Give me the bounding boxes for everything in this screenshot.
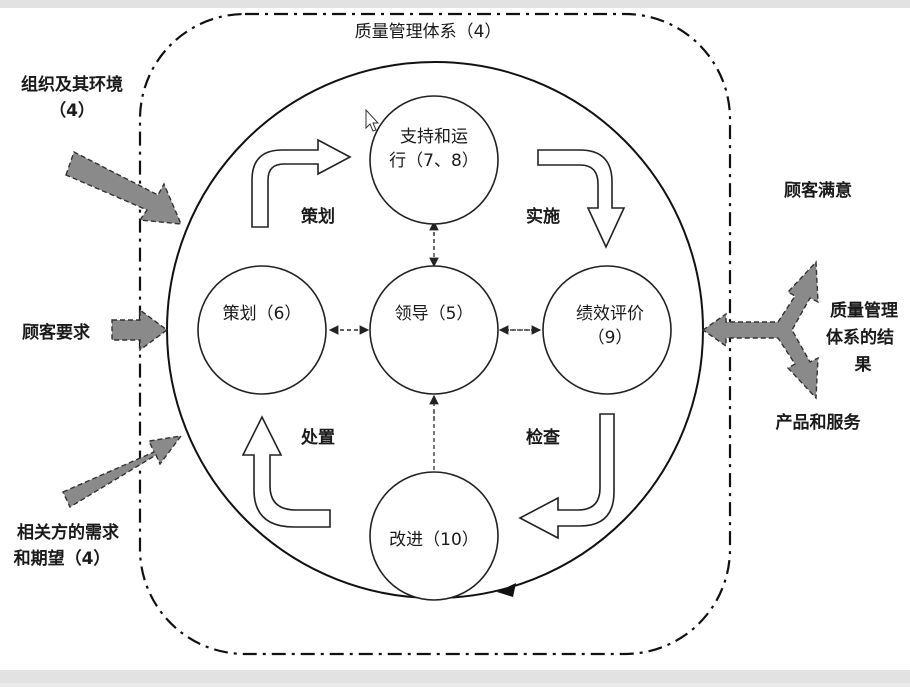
planning-label: 策划（6）: [223, 304, 302, 324]
input-arrow-org-env: [65, 151, 183, 225]
evaluation-label-line1: 绩效评价: [576, 304, 644, 324]
frame-bottom: [0, 670, 910, 683]
improvement-node: [369, 471, 499, 601]
input-org-env-line2: （4）: [49, 100, 95, 121]
output-products: 产品和服务: [776, 412, 862, 433]
input-interested-line1: 相关方的需求: [17, 522, 119, 543]
output-arrows: [701, 260, 819, 400]
output-results-line2: 体系的结: [826, 327, 894, 348]
output-results-line3: 果: [855, 355, 872, 375]
support-node: [369, 95, 499, 225]
phase-do-label: 实施: [526, 206, 560, 227]
phase-plan-label: 策划: [301, 206, 335, 227]
support-label-line1: 支持和运: [400, 127, 468, 147]
cursor-icon: [365, 108, 380, 132]
output-satisfaction: 顾客满意: [784, 180, 852, 201]
input-org-env-line1: 组织及其环境: [21, 74, 123, 95]
input-customer-req: 顾客要求: [22, 322, 90, 343]
cycle-arrowhead: [497, 583, 516, 597]
act-arrow: [241, 415, 331, 528]
input-interested-line2: 和期望（4）: [14, 548, 111, 569]
plan-arrow: [251, 138, 352, 228]
do-arrow: [537, 149, 626, 249]
support-label-line2: 行（7、8）: [389, 151, 479, 171]
evaluation-node: [542, 265, 672, 395]
planning-node: [197, 265, 327, 395]
input-arrow-customer-req: [111, 308, 169, 352]
output-results-line1: 质量管理: [830, 300, 898, 321]
evaluation-label-line2: （9）: [588, 328, 633, 348]
phase-check-label: 检查: [526, 427, 561, 448]
phase-act-label: 处置: [300, 427, 335, 448]
input-arrow-interested: [62, 435, 183, 509]
qms-title: 质量管理体系（4）: [355, 22, 502, 42]
check-arrow: [518, 413, 615, 540]
improvement-label: 改进（10）: [389, 530, 479, 550]
frame-top: [0, 0, 910, 8]
leadership-label: 领导（5）: [395, 304, 474, 324]
leadership-node: [369, 265, 499, 395]
